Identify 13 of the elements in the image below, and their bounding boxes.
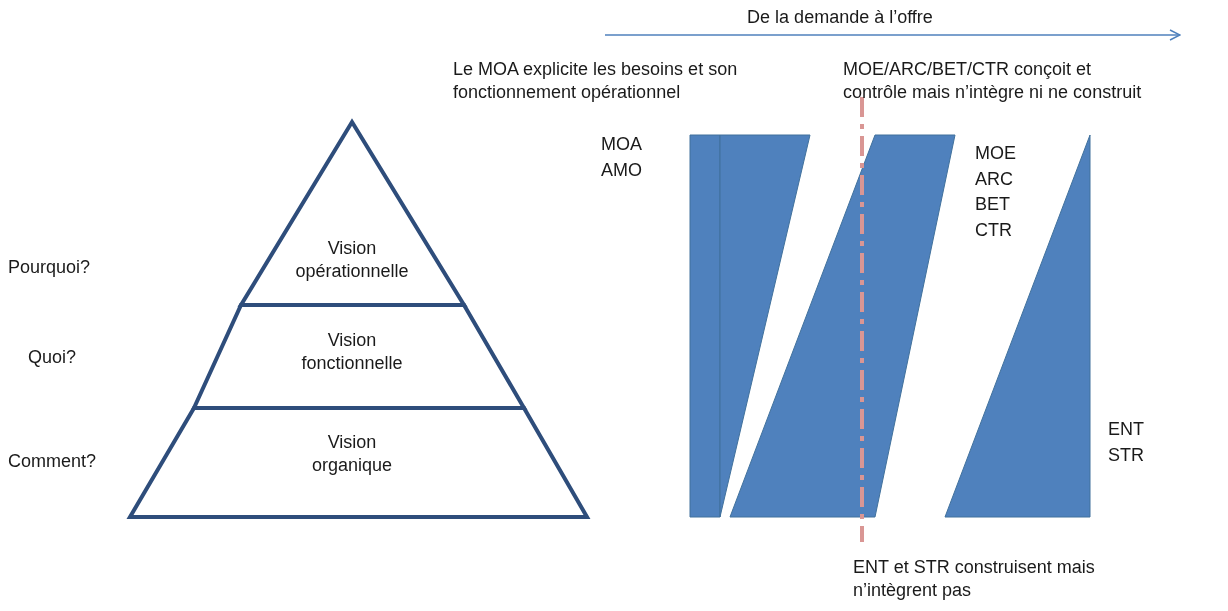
question-label: Quoi? [28, 346, 78, 369]
direction-caption: De la demande à l’offre [746, 6, 934, 29]
note-text: ENT et STR construisent mais n’intègrent pas [853, 556, 1096, 603]
tier-label: Vision fonctionnelle [300, 329, 404, 376]
question-label: Comment? [8, 450, 98, 473]
note-text: Le MOA explicite les besoins et son fonctionnement opérationnel [453, 58, 739, 105]
role-label: ENT STR [1108, 418, 1145, 467]
role-label: MOA AMO [601, 133, 643, 182]
note-text: MOE/ARC/BET/CTR conçoit et contrôle mais n’intègre ni ne construit [843, 58, 1143, 105]
question-label: Pourquoi? [8, 256, 92, 279]
role-label: MOE ARC BET CTR [975, 142, 1017, 242]
tier-label: Vision organique [310, 431, 394, 478]
tier-label: Vision opérationnelle [294, 237, 410, 284]
